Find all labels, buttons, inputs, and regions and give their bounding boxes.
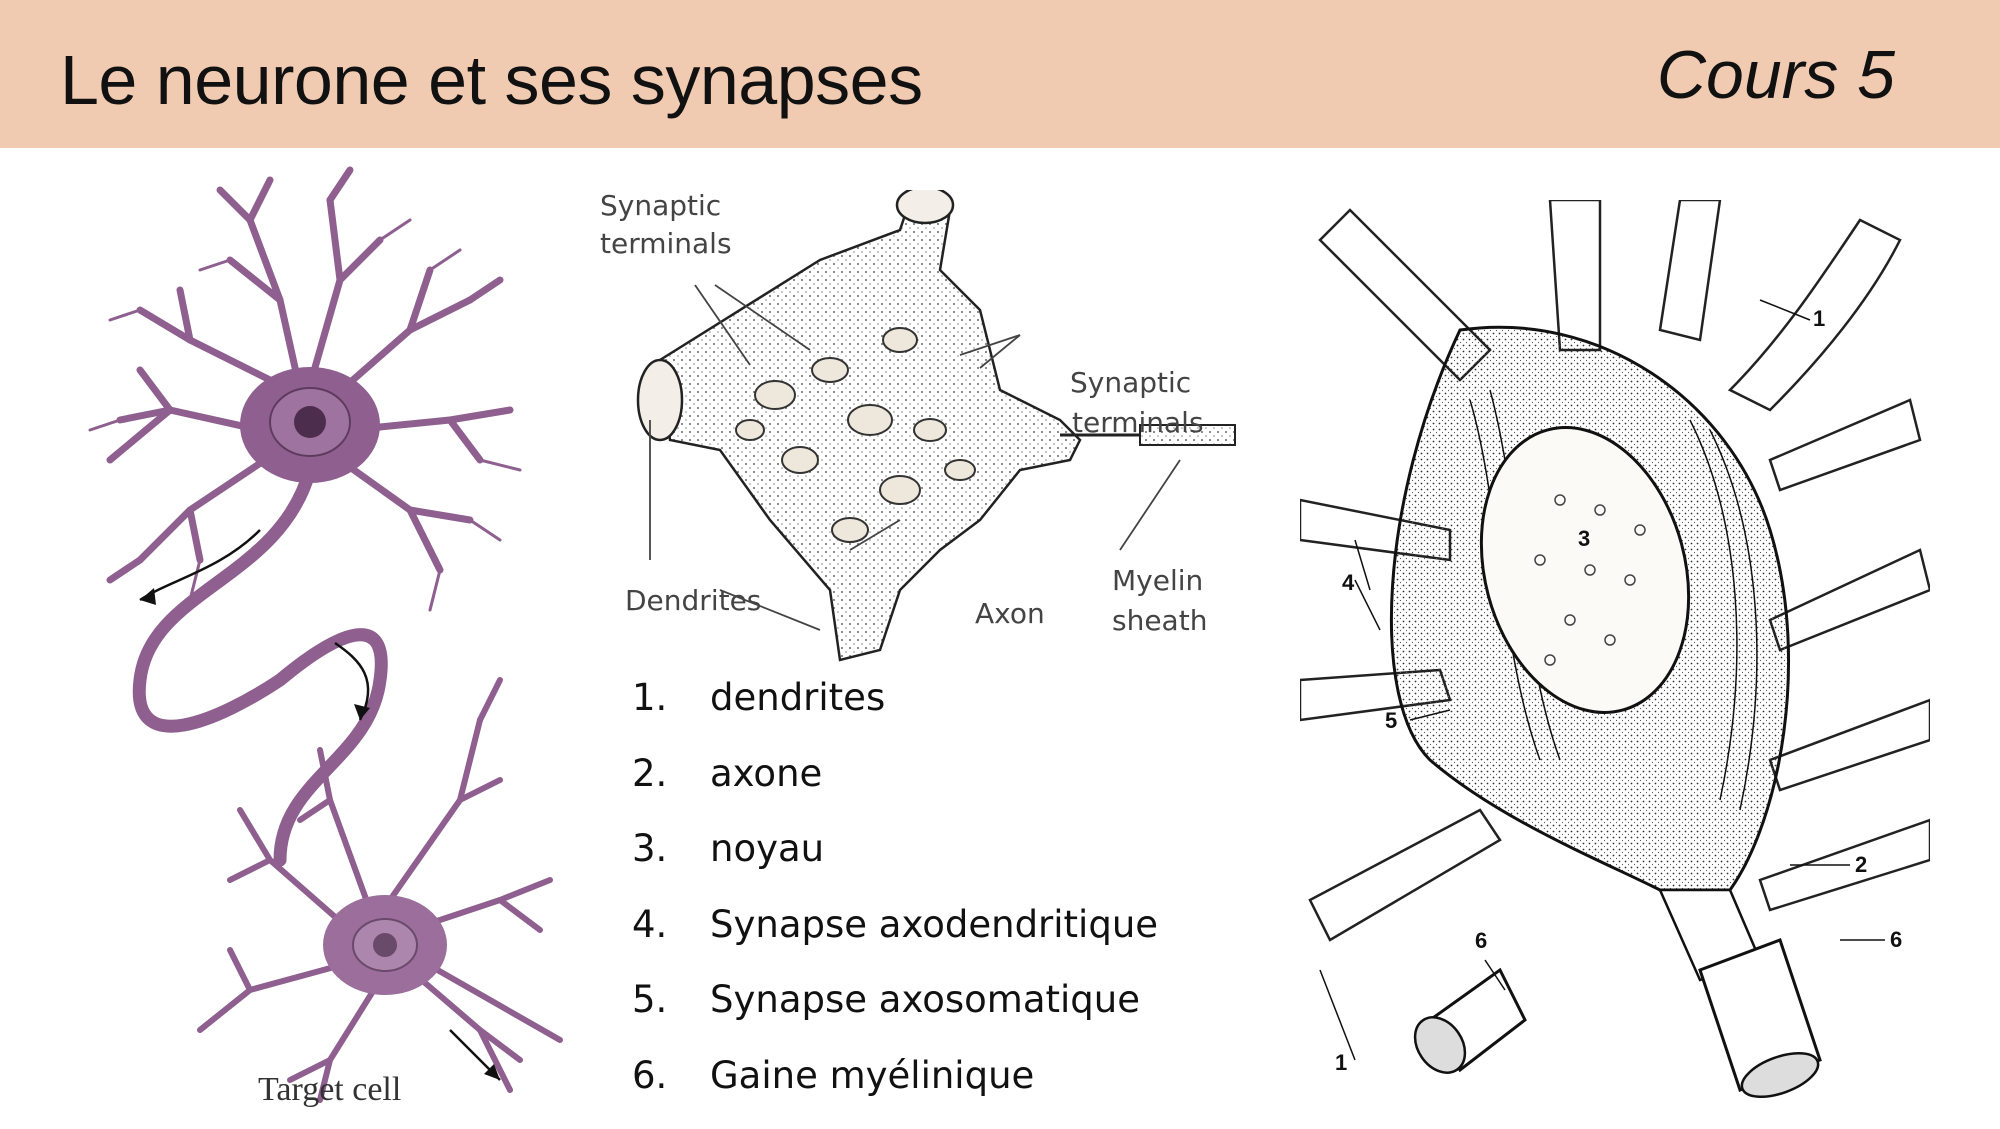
target-cell-label: Target cell [258,1071,401,1108]
legend-item: 4.Synapse axodendritique [632,903,1192,979]
legend-text: Gaine myélinique [710,1054,1034,1097]
title-bar: Le neurone et ses synapses Cours 5 [0,0,2000,148]
course-number: Cours 5 [1657,36,1895,114]
legend-item: 1.dendrites [632,676,1192,752]
neuron-cell-body-drawing: 1 2 3 4 5 6 6 1 [1300,200,1930,1100]
synaptic-terminals-label-right-1: Synaptic [1070,366,1191,399]
legend-item: 3.noyau [632,827,1192,903]
legend-text: dendrites [710,676,885,719]
callout-6-left: 6 [1475,928,1487,953]
synaptic-terminals-label-right-2: terminals [1072,406,1204,439]
myelin-label-1: Myelin [1112,564,1203,597]
callout-1-top: 1 [1813,306,1825,331]
myelin-label-2: sheath [1112,604,1207,637]
structure-legend: 1.dendrites 2.axone 3.noyau 4.Synapse ax… [632,676,1192,1129]
synaptic-terminals-label-top-1: Synaptic [600,190,721,222]
legend-item: 5.Synapse axosomatique [632,978,1192,1054]
callout-4: 4 [1342,570,1355,595]
legend-text: axone [710,752,822,795]
synaptic-terminals-sketch: Synaptic terminals Synaptic terminals De… [600,190,1240,690]
legend-number: 1. [632,676,710,719]
legend-number: 5. [632,978,710,1021]
legend-item: 6.Gaine myélinique [632,1054,1192,1129]
legend-number: 4. [632,903,710,946]
callout-5: 5 [1385,708,1397,733]
callout-6-right: 6 [1890,927,1902,952]
legend-number: 3. [632,827,710,870]
dendrites-label: Dendrites [625,584,761,617]
legend-text: Synapse axosomatique [710,978,1140,1021]
legend-item: 2.axone [632,752,1192,828]
legend-number: 6. [632,1054,710,1097]
callout-3: 3 [1578,526,1590,551]
axon-label: Axon [975,597,1045,630]
slide-title: Le neurone et ses synapses [60,40,923,120]
legend-text: Synapse axodendritique [710,903,1158,946]
neuron-and-target-cell-illustration: Target cell [80,160,600,1120]
legend-text: noyau [710,827,824,870]
legend-number: 2. [632,752,710,795]
synaptic-terminals-label-top-2: terminals [600,227,732,260]
callout-1-bottom: 1 [1335,1050,1347,1075]
callout-2: 2 [1855,852,1867,877]
